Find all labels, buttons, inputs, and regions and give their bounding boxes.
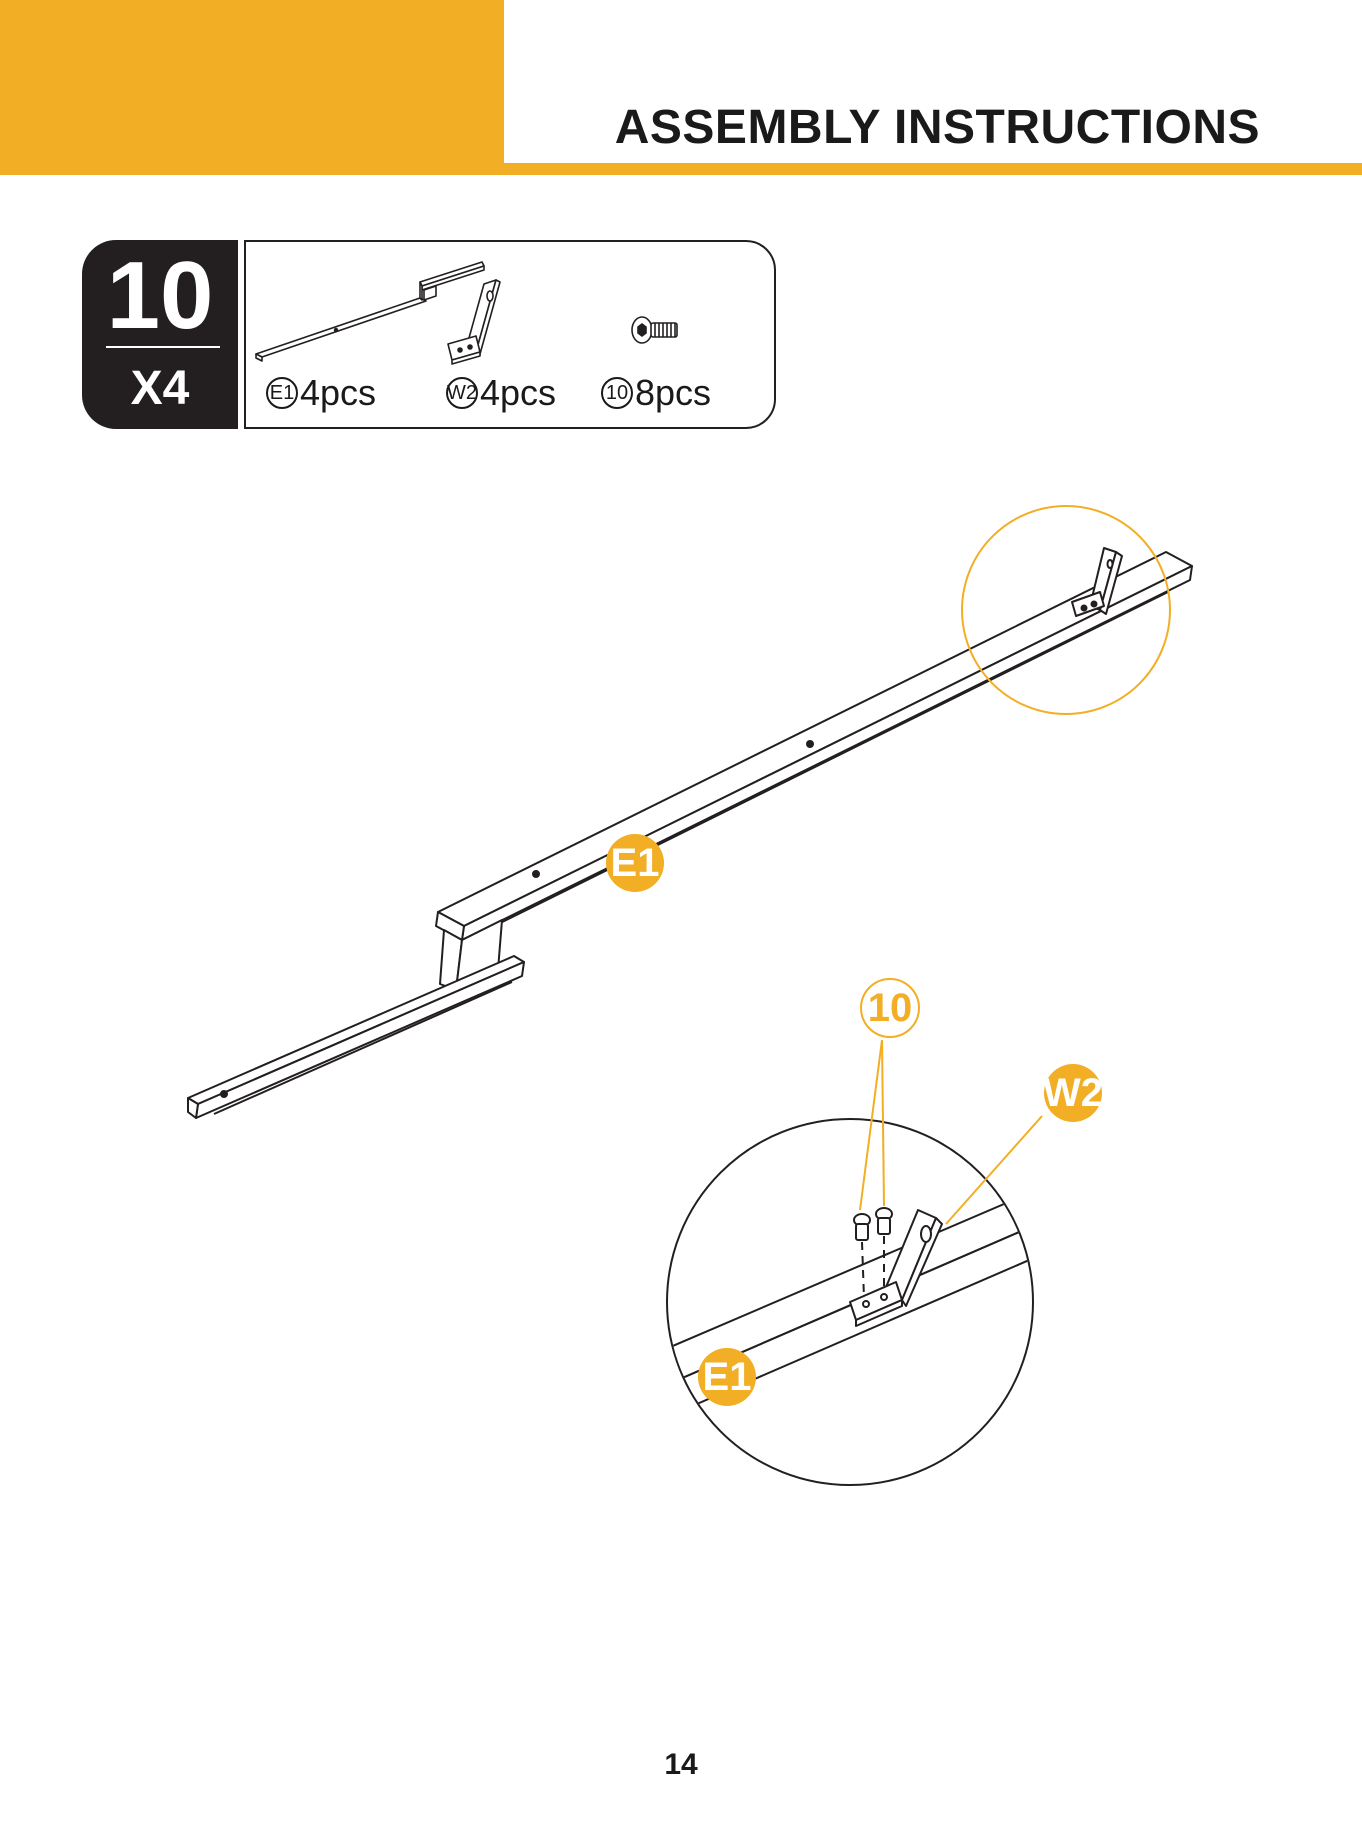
part-qty: 4pcs — [480, 372, 556, 414]
header-rule — [0, 163, 1362, 175]
parts-list-box: E1 4pcs W2 4pcs 10 8pcs — [244, 240, 776, 429]
part-qty: 4pcs — [300, 372, 376, 414]
part-qty: 8pcs — [635, 372, 711, 414]
part-label-w2: W2 4pcs — [446, 372, 556, 414]
screw-detail-right — [876, 1208, 892, 1234]
part-code-circle: 10 — [601, 377, 633, 409]
part-code-circle: W2 — [446, 377, 478, 409]
screw-detail-left — [854, 1214, 870, 1240]
detail-view — [640, 1119, 1080, 1485]
header-orange-block — [0, 0, 504, 173]
step-divider — [106, 346, 220, 348]
step-number: 10 — [82, 248, 238, 344]
assembly-drawing — [0, 470, 1362, 1510]
page-title: ASSEMBLY INSTRUCTIONS — [615, 100, 1260, 155]
bracket-icon — [448, 280, 500, 364]
parts-illustrations — [246, 242, 774, 372]
part-label-e1: E1 4pcs — [266, 372, 376, 414]
screw-icon — [632, 317, 677, 343]
rail-e1-drawing — [188, 552, 1192, 1118]
part-label-10: 10 8pcs — [601, 372, 711, 414]
page-number: 14 — [0, 1748, 1362, 1782]
callout-screw-10: 10 — [860, 978, 920, 1038]
step-multiplier: X4 — [82, 360, 238, 418]
callout-e1-main: E1 — [606, 834, 664, 892]
part-code-circle: E1 — [266, 377, 298, 409]
callout-w2: W2 — [1044, 1064, 1102, 1122]
callout-e1-detail: E1 — [698, 1348, 756, 1406]
step-number-box: 10 X4 — [82, 240, 238, 429]
